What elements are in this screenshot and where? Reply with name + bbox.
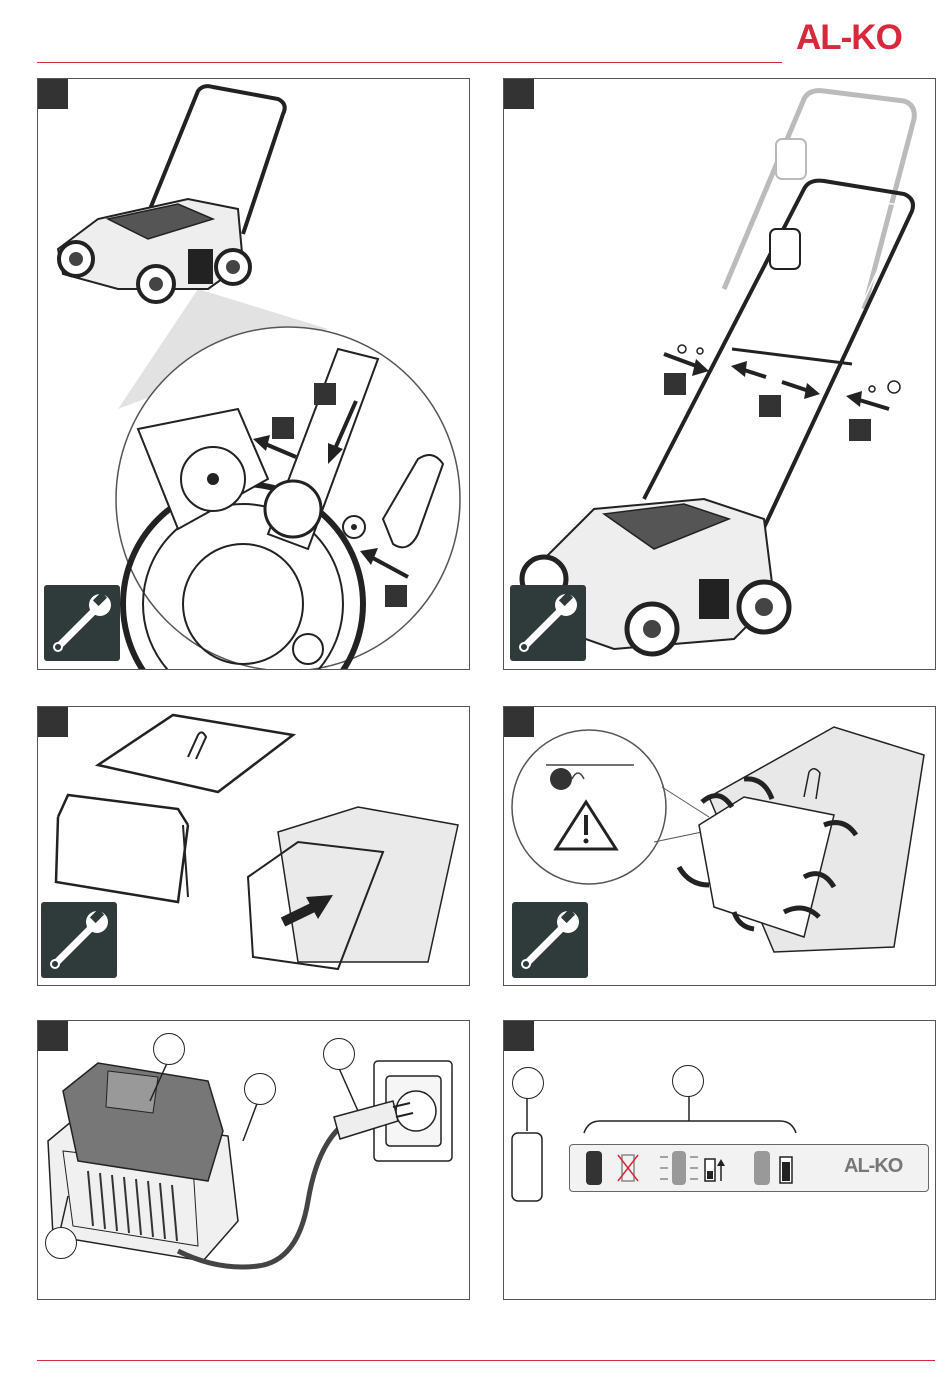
header-rule [37,62,782,63]
led-indicator-panel: AL-KO [569,1144,929,1192]
mower-wheel-illustration [38,79,469,669]
callout-marker [512,1067,544,1099]
led-panel-logo: AL-KO [844,1155,902,1178]
panel-assemble-handle [503,78,936,670]
wrench-icon [510,585,586,661]
callout-marker [672,1065,704,1097]
wrench-icon [41,902,117,978]
callout-marker [45,1227,77,1259]
brand-logo: AL-KO [796,18,936,58]
wrench-icon [512,902,588,978]
callout-marker [153,1033,185,1065]
panel-charge-battery [37,1020,470,1300]
panel-charge-indicator: AL-KO [503,1020,936,1300]
panel-mount-wheels [37,78,470,670]
callout-marker [323,1038,355,1070]
brand-logo-text: AL-KO [796,18,902,58]
mower-handle-illustration [504,79,935,669]
footer-rule [37,1360,935,1361]
panel-assemble-grass-bag-frame [37,706,470,986]
panel-attach-grass-bag-cover [503,706,936,986]
charger-illustration [38,1021,469,1299]
callout-marker [244,1073,276,1105]
wrench-icon [44,585,120,661]
